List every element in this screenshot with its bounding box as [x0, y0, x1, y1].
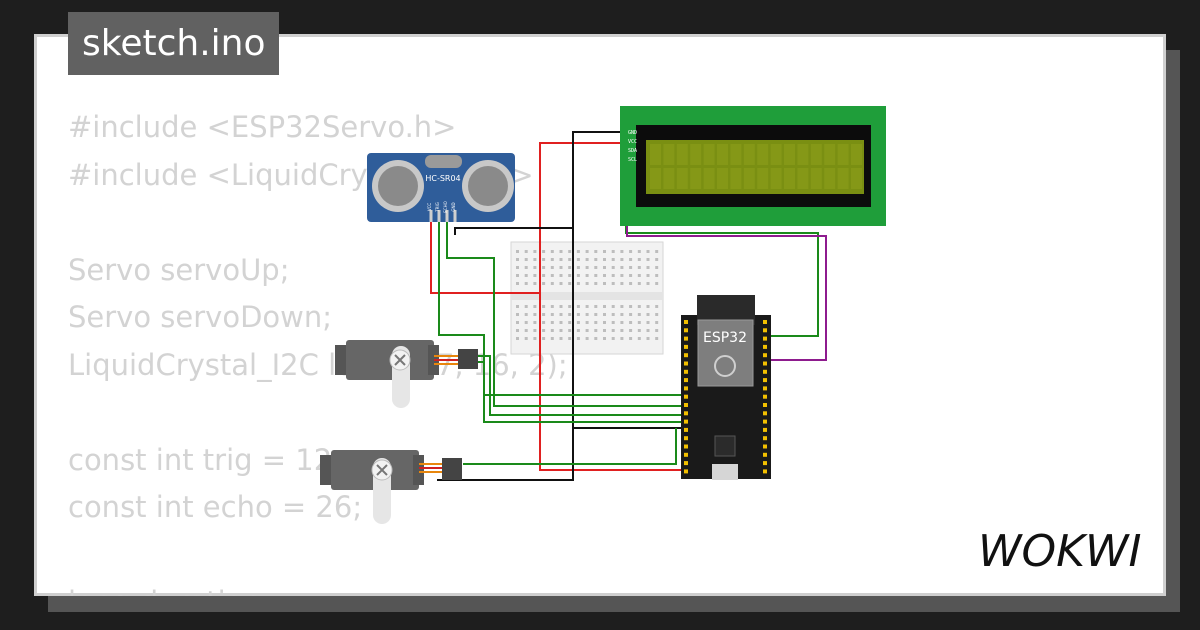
wire-gnd-black-2 [437, 228, 574, 481]
servo-up[interactable] [335, 340, 478, 408]
wire-trig-green [438, 218, 684, 396]
svg-text:WOKWI: WOKWI [978, 526, 1141, 577]
wokwi-logo: WOKWI [978, 526, 1141, 577]
breadboard[interactable] [510, 241, 664, 355]
code-line: const int echo = 26; [68, 490, 363, 524]
servo-down[interactable] [320, 450, 462, 524]
wire-servo-down-green [463, 428, 677, 465]
lcd-pin-label: SCL [628, 157, 637, 163]
wires [430, 131, 827, 481]
lcd-display[interactable]: GND VCC SDA SCL [620, 106, 886, 226]
sensor-pin-label: ECHO [443, 201, 448, 212]
wire-servo-up-green [478, 355, 684, 416]
wire-servo-up-green-2 [478, 361, 684, 423]
lcd-pin-label: VCC [628, 139, 637, 145]
esp32-label: ESP32 [703, 330, 747, 346]
wire-vcc-red-2 [539, 293, 684, 471]
wire-echo-green [446, 218, 684, 407]
code-line: Servo servoUp; [68, 252, 290, 287]
sensor-label: HC-SR04 [425, 174, 460, 183]
lcd-pin-label: GND [628, 130, 637, 136]
code-line: #include <ESP32Servo.h> [68, 110, 457, 144]
sensor-pin-label: GND [451, 202, 456, 211]
code-line: Servo servoDown; [68, 300, 333, 334]
code-line: long duration; [68, 579, 568, 596]
code-line: const int trig = 12; [68, 442, 342, 477]
esp32-board[interactable]: ESP32 [681, 295, 771, 480]
sensor-pin-label: TRIG [435, 202, 440, 213]
sensor-pin-label: VCC [427, 203, 432, 212]
file-tab[interactable]: sketch.ino [68, 12, 280, 75]
lcd-pin-label: SDA [628, 148, 637, 154]
